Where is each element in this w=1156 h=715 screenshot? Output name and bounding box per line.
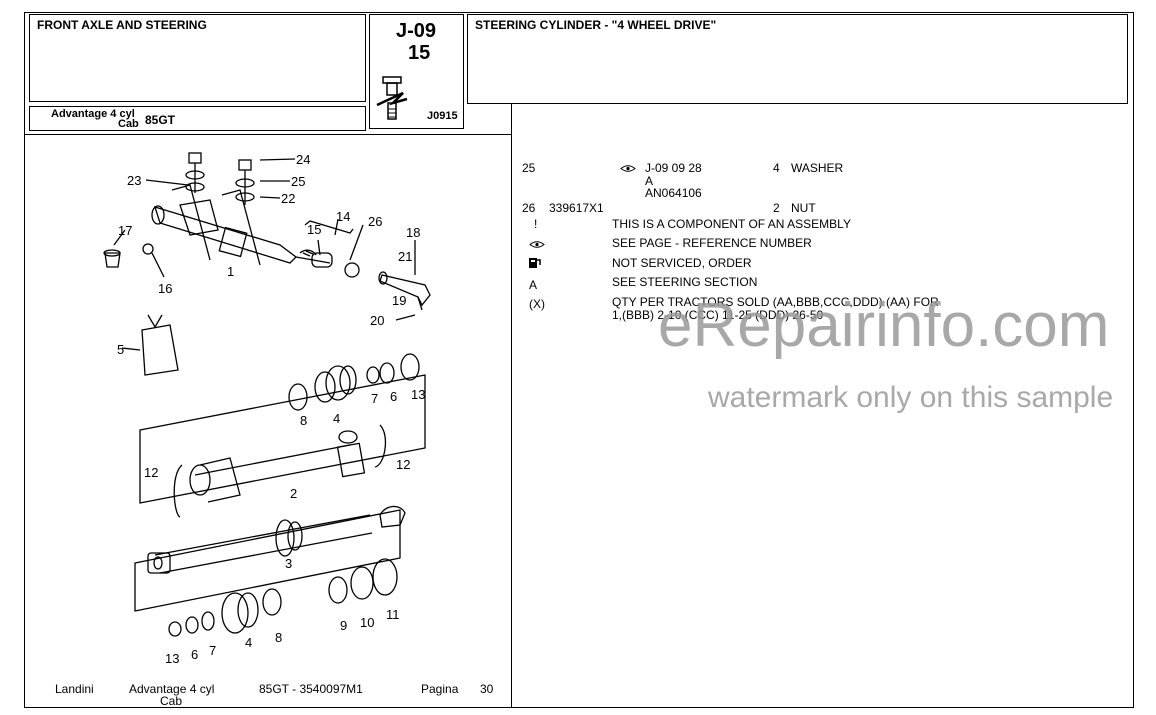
legend-text: NOT SERVICED, ORDER	[612, 256, 752, 270]
footer-page-label: Pagina	[421, 682, 459, 696]
footer-model-line2: Cab	[160, 694, 183, 708]
callout-2: 2	[290, 486, 297, 501]
footer-brand: Landini	[55, 682, 94, 696]
part-qty: 4	[773, 161, 780, 175]
callout-19: 19	[392, 293, 406, 308]
callout-1: 1	[227, 264, 234, 279]
model-line1: Advantage 4 cyl	[51, 108, 135, 120]
legend-text: THIS IS A COMPONENT OF AN ASSEMBLY	[612, 217, 851, 231]
part-number: 339617X1	[549, 201, 604, 215]
callout-7: 7	[371, 391, 378, 406]
model-code: 85GT	[145, 113, 176, 127]
legend-symbol: A	[529, 278, 538, 292]
callout-11: 11	[386, 607, 400, 622]
callout-10: 10	[360, 615, 374, 630]
legend-text: SEE STEERING SECTION	[612, 275, 758, 289]
callout-13: 13	[165, 651, 179, 666]
callout-4: 4	[333, 411, 340, 426]
footer-model-line1: Advantage 4 cyl	[129, 682, 215, 696]
page-title-box: STEERING CYLINDER - "4 WHEEL DRIVE"	[467, 14, 1128, 104]
callout-22: 22	[281, 191, 295, 206]
ref-code-box: J-09 15 J0915	[369, 14, 464, 129]
callout-20: 20	[370, 313, 384, 328]
callout-26: 26	[368, 214, 382, 229]
fuel-pump-icon	[529, 258, 541, 268]
section-title: FRONT AXLE AND STEERING	[37, 18, 207, 32]
callout-8: 8	[300, 413, 307, 428]
model-box: Advantage 4 cyl Cab 85GT	[29, 106, 366, 131]
callout-25: 25	[291, 174, 305, 189]
callout-14: 14	[336, 209, 350, 224]
callout-4: 4	[245, 635, 252, 650]
page-frame	[24, 12, 1134, 708]
callout-17: 17	[118, 223, 132, 238]
callout-15: 15	[307, 222, 321, 237]
callout-9: 9	[340, 618, 347, 633]
part-qty: 2	[773, 201, 780, 215]
part-description: NUT	[791, 201, 816, 215]
image-code: J0915	[427, 110, 458, 122]
steering-column-icon	[376, 76, 408, 120]
callout-3: 3	[285, 556, 292, 571]
legend-text: QTY PER TRACTORS SOLD (AA,BBB,CCC,DDD) (…	[612, 295, 939, 309]
watermark-logo: eRepairinfo.com	[658, 291, 1110, 360]
callout-8: 8	[275, 630, 282, 645]
footer-page-number: 30	[480, 682, 494, 696]
legend-text: SEE PAGE - REFERENCE NUMBER	[612, 236, 812, 250]
legend-symbol: (X)	[529, 297, 545, 311]
part-ref: 25	[522, 161, 536, 175]
column-divider	[511, 104, 512, 708]
exploded-parts-diagram: 23 24 25 22 17 14 26 15 18 21 16 1 19 20…	[103, 152, 431, 666]
callout-12: 12	[396, 457, 410, 472]
callout-6: 6	[191, 647, 198, 662]
footer-code: 85GT - 3540097M1	[259, 682, 363, 696]
part-ref: 26	[522, 201, 536, 215]
legend-symbol: !	[534, 217, 538, 231]
ref-code: J-09	[396, 20, 437, 42]
callout-12: 12	[144, 465, 158, 480]
callout-23: 23	[127, 173, 141, 188]
ref-number: 15	[408, 42, 431, 64]
watermark-caption: watermark only on this sample	[708, 381, 1114, 414]
part-code: A	[645, 174, 654, 188]
eye-icon	[620, 165, 636, 172]
section-title-box: FRONT AXLE AND STEERING	[29, 14, 366, 102]
page-title: STEERING CYLINDER - "4 WHEEL DRIVE"	[475, 18, 717, 32]
eye-icon	[529, 241, 545, 248]
callout-13: 13	[411, 387, 425, 402]
legend-text-continued: 1,(BBB) 2-10 (CCC) 11-25 (DDD) 26-50	[612, 308, 824, 322]
callout-6: 6	[390, 389, 397, 404]
callout-7: 7	[209, 643, 216, 658]
part-description: WASHER	[791, 161, 844, 175]
callout-24: 24	[296, 152, 310, 167]
model-line2: Cab	[118, 118, 139, 130]
part-code2: AN064106	[645, 186, 702, 200]
callout-5: 5	[117, 342, 124, 357]
callout-21: 21	[398, 249, 412, 264]
callout-18: 18	[406, 225, 420, 240]
header-rule	[24, 134, 511, 135]
callout-16: 16	[158, 281, 172, 296]
part-ref-page: J-09 09 28	[645, 161, 702, 175]
